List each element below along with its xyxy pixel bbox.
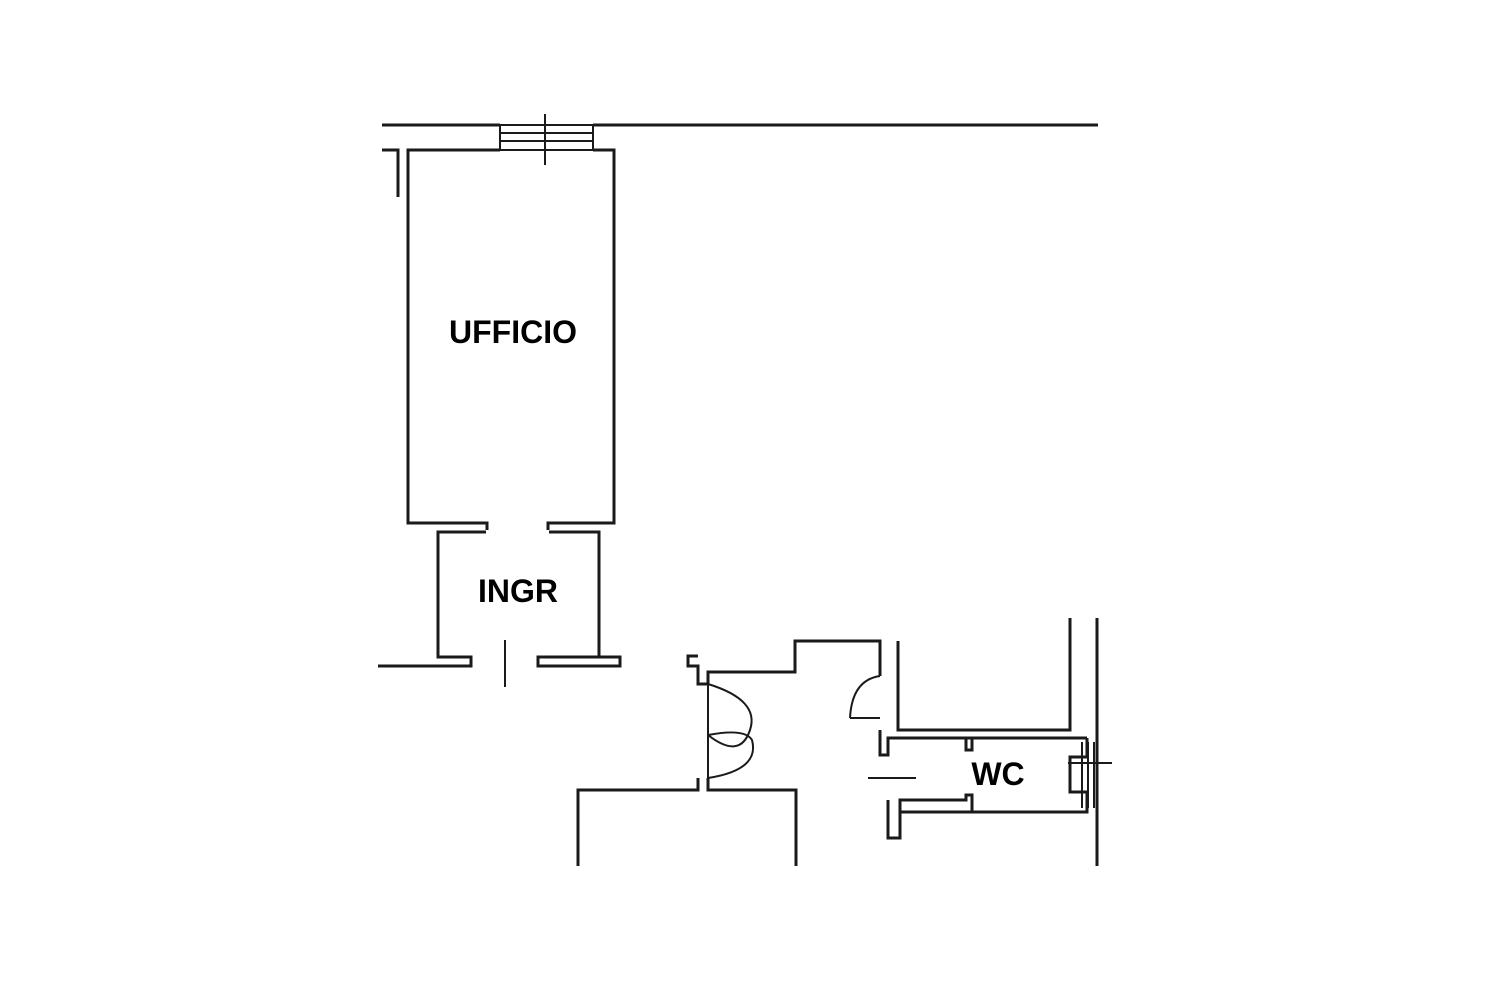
top-window	[499, 114, 594, 165]
entrance-walls	[378, 530, 622, 687]
room-label-office: UFFICIO	[449, 314, 577, 350]
corridor-walls	[686, 639, 900, 702]
wc-walls	[868, 618, 1099, 866]
left-wall-stub	[382, 148, 400, 197]
double-door	[707, 683, 755, 779]
office-walls	[406, 148, 616, 530]
room-label-wc: WC	[971, 756, 1024, 792]
room-label-entrance: INGR	[478, 573, 558, 609]
lower-left-room-walls	[576, 778, 798, 866]
swing-door-right	[849, 675, 881, 719]
wc-window	[1068, 742, 1112, 808]
